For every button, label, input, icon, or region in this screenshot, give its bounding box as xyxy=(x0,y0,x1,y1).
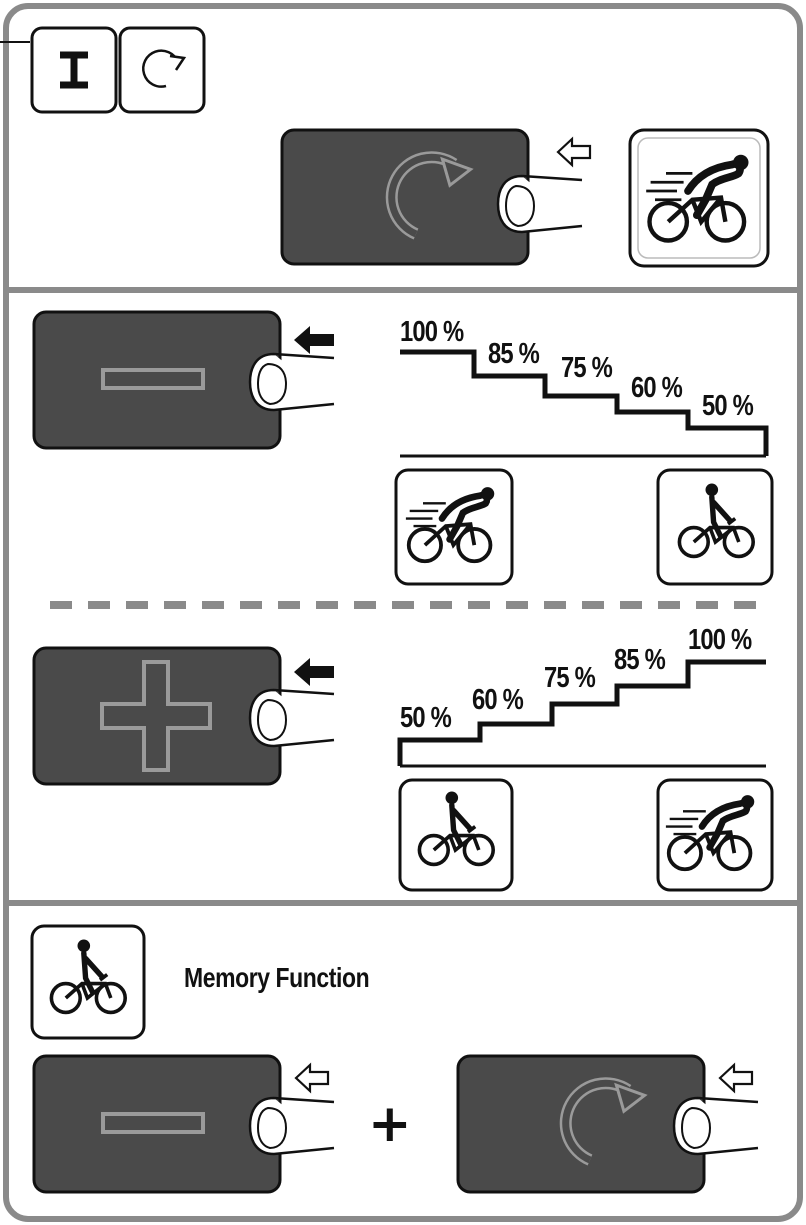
minus-button[interactable] xyxy=(32,1054,282,1194)
finger-press-icon xyxy=(248,688,336,748)
plus-button[interactable] xyxy=(32,646,282,786)
step-label-increase-1: 50 % xyxy=(400,702,452,734)
arrow-left-icon xyxy=(294,1063,330,1093)
step-label-increase-5: 100 % xyxy=(688,624,752,656)
cyclist-sport-icon xyxy=(656,778,774,892)
outer-frame xyxy=(3,3,803,1222)
arrow-left-icon xyxy=(556,137,592,167)
increase-staircase xyxy=(397,659,766,766)
finger-press-icon xyxy=(248,1096,336,1156)
arrow-left-icon xyxy=(294,658,334,686)
finger-press-icon xyxy=(672,1096,760,1156)
step-label-decrease-4: 60 % xyxy=(631,372,683,404)
mode-button[interactable] xyxy=(280,128,530,266)
step-label-decrease-1: 100 % xyxy=(400,316,464,348)
step-label-increase-4: 85 % xyxy=(614,644,666,676)
cyclist-upright-icon xyxy=(30,924,146,1040)
cyclist-sport-icon xyxy=(628,128,770,268)
memory-function-title: Memory Function xyxy=(184,962,370,993)
step-label-decrease-2: 85 % xyxy=(488,338,540,370)
mode-cycle-icon[interactable] xyxy=(118,26,206,114)
combo-plus-sign: + xyxy=(368,1094,412,1154)
step-label-increase-3: 75 % xyxy=(544,662,596,694)
arrow-left-icon xyxy=(294,326,334,354)
arrow-left-icon xyxy=(718,1063,754,1093)
step-label-decrease-3: 75 % xyxy=(561,352,613,384)
cyclist-upright-icon xyxy=(656,468,774,586)
minus-button[interactable] xyxy=(32,310,282,450)
power-on-icon[interactable] xyxy=(30,26,118,114)
decrease-staircase xyxy=(400,349,769,456)
mode-button[interactable] xyxy=(456,1054,706,1194)
finger-press-icon xyxy=(496,174,584,234)
step-label-decrease-5: 50 % xyxy=(702,390,754,422)
finger-press-icon xyxy=(248,352,336,412)
cyclist-sport-icon xyxy=(394,468,514,586)
step-label-increase-2: 60 % xyxy=(472,684,524,716)
cyclist-upright-icon xyxy=(398,778,514,892)
